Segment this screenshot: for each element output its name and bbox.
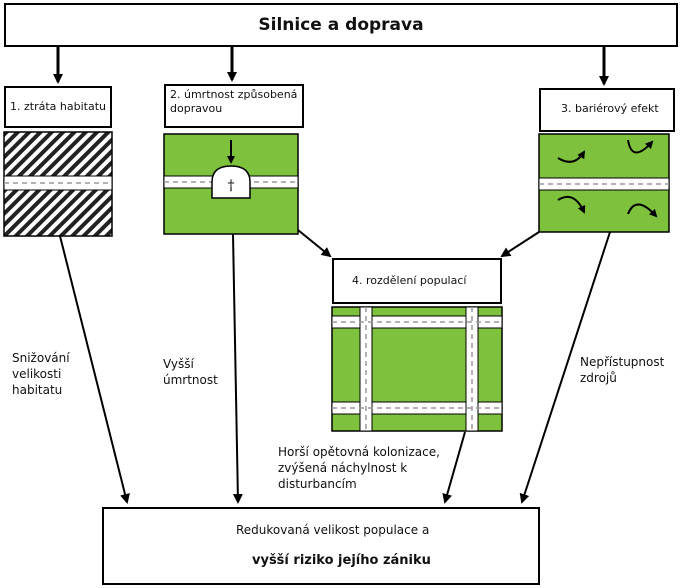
panel-population-fragmentation — [331, 306, 503, 432]
deflect-arrow-icon — [557, 196, 586, 214]
title-arrows — [53, 47, 609, 86]
cross-symbol: † — [228, 178, 235, 194]
box-road-mortality: 2. úmrtnost způsobená dopravou — [164, 84, 304, 128]
effect-higher-mortality: Vyšší úmrtnost — [163, 357, 218, 387]
outcome-box: Redukovaná velikost populace a vyšší riz… — [102, 507, 540, 585]
effect-recolonization: Horší opětovná kolonizace, zvýšená náchy… — [278, 445, 440, 491]
panel-road-mortality — [163, 133, 299, 235]
deflect-arrow-icon — [557, 150, 586, 163]
panel-habitat-loss — [3, 131, 113, 237]
outcome-line-2: vyšší riziko jejího zániku — [252, 553, 431, 568]
diagram-title: Silnice a doprava — [4, 3, 678, 47]
box-barrier-effect: 3. bariérový efekt — [539, 88, 675, 132]
panel-barrier-effect — [538, 133, 670, 233]
effect-habitat-reduction: Snižování velikosti habitatu — [12, 351, 70, 397]
effect-resource-inaccessibility: Nepřístupnost zdrojů — [580, 355, 665, 385]
outcome-line-1: Redukovaná velikost populace a — [236, 523, 430, 537]
deflect-arrow-icon — [627, 139, 654, 154]
deflect-arrow-icon — [627, 203, 658, 218]
flow-arrows — [59, 229, 611, 504]
tombstone-icon — [211, 165, 251, 199]
box-habitat-loss: 1. ztráta habitatu — [4, 86, 112, 128]
box-population-fragmentation: 4. rozdělení populací — [332, 258, 502, 304]
